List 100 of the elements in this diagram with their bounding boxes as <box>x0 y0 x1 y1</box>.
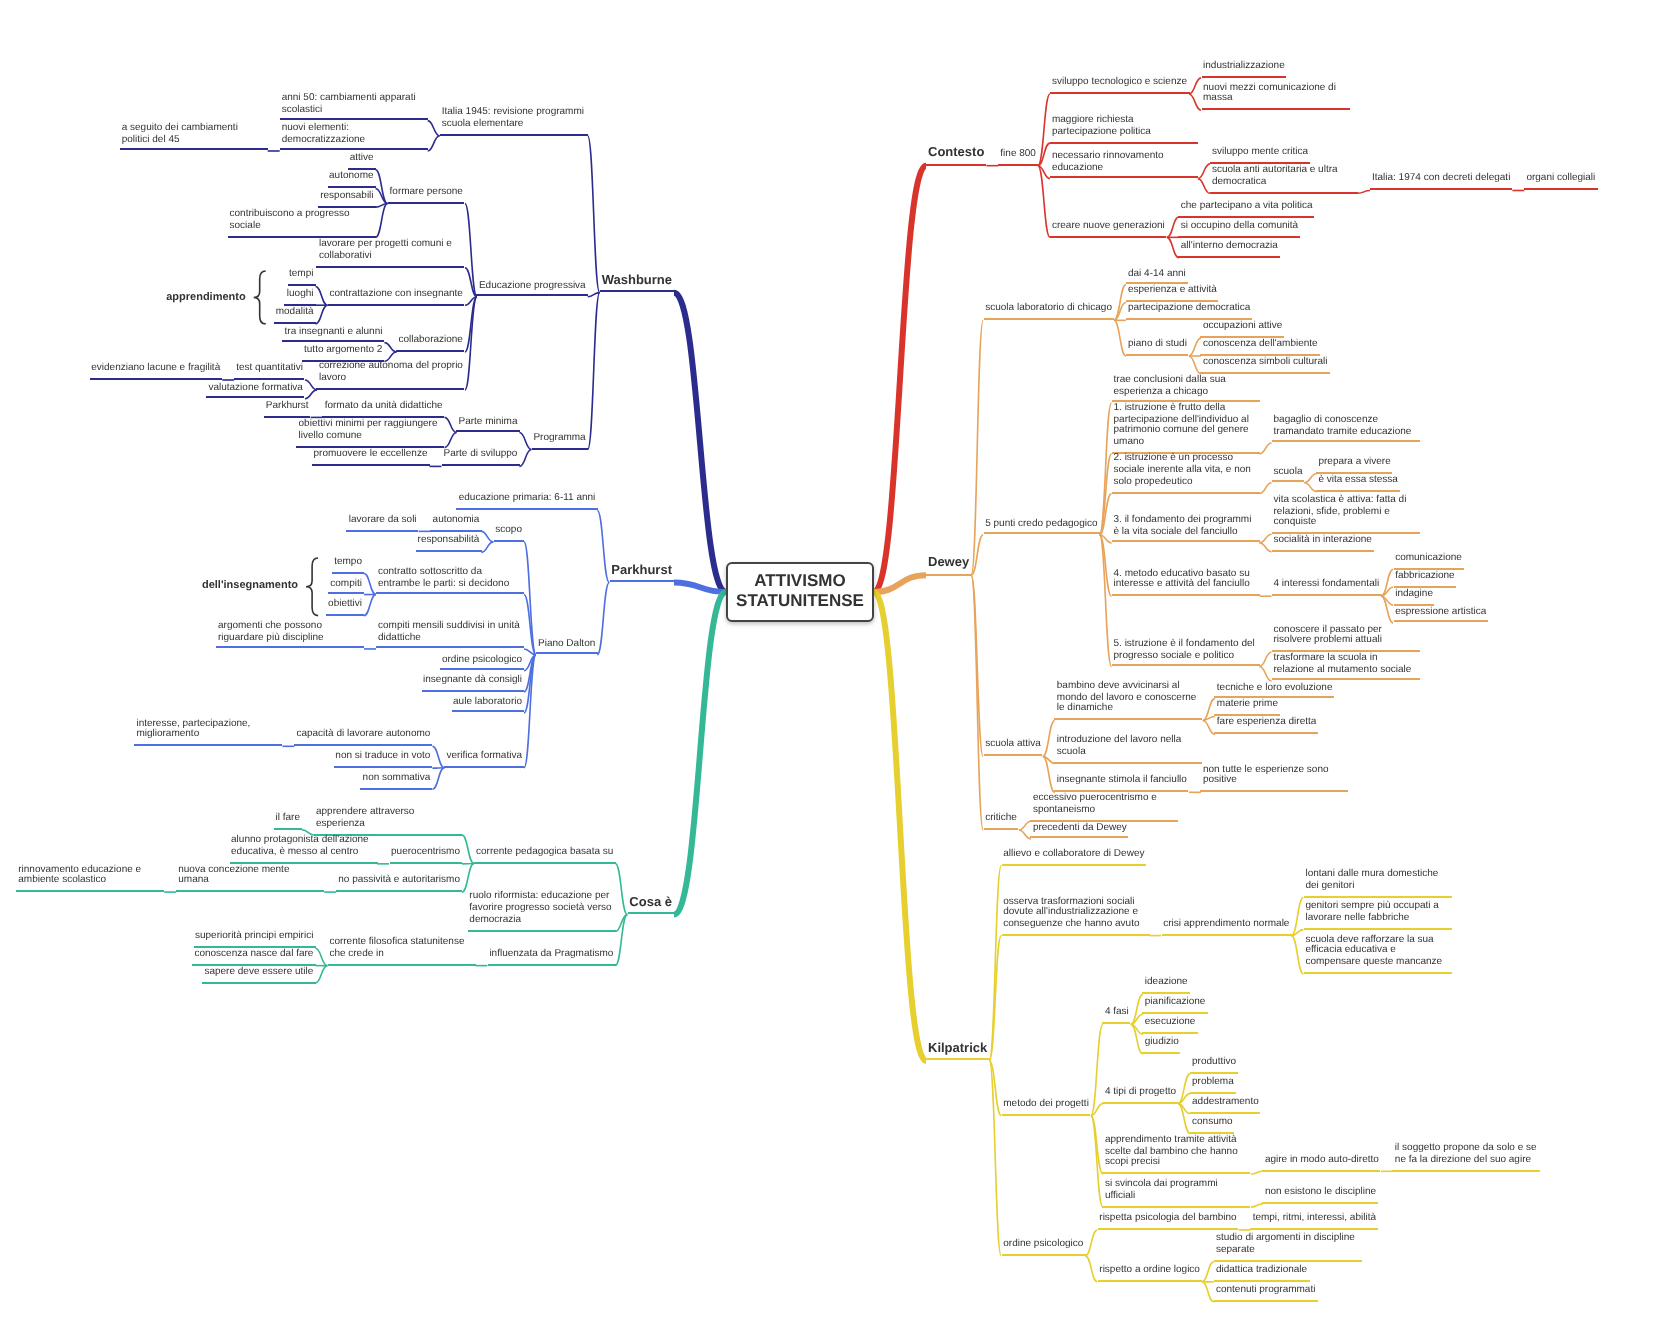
branch-connector <box>1130 1023 1144 1035</box>
branch-connector <box>1380 568 1394 597</box>
branch-connector <box>1090 1114 1104 1208</box>
branch-connector <box>871 590 929 1063</box>
branch-connector <box>1201 1260 1215 1283</box>
branch-connector <box>985 164 1000 167</box>
branch-connector <box>1113 301 1127 322</box>
branch-connector <box>1166 236 1180 239</box>
branch-connector <box>1098 492 1113 536</box>
branch-connector <box>1037 164 1051 180</box>
branch-connector <box>1148 934 1163 937</box>
branch-connector <box>1188 77 1202 95</box>
branch-connector <box>431 745 446 769</box>
branch-connector <box>614 913 629 933</box>
branch-connector <box>464 295 478 391</box>
branch-connector <box>1177 1102 1191 1135</box>
branch-connector <box>1166 216 1180 239</box>
branch-connector <box>523 654 537 769</box>
branch-connector <box>988 1059 1003 1257</box>
branch-connector <box>1197 177 1211 195</box>
branch-connector <box>363 648 377 650</box>
branch-connector <box>673 579 727 595</box>
branch-connector <box>1188 93 1202 111</box>
branch-connector <box>518 448 533 468</box>
branch-connector <box>301 829 315 836</box>
branch-connector <box>1090 1102 1104 1117</box>
branch-connector <box>304 379 318 391</box>
branch-connector <box>671 290 729 595</box>
branch-connector <box>1098 453 1113 536</box>
branch-connector <box>323 891 338 893</box>
branch-connector <box>314 285 329 306</box>
branch-connector <box>1250 1170 1264 1175</box>
branch-connector <box>523 654 537 693</box>
branch-connector <box>1258 665 1273 682</box>
branch-connector <box>1303 473 1318 484</box>
branch-connector <box>1290 928 1305 937</box>
branch-connector <box>426 119 441 137</box>
branch-connector <box>428 465 443 468</box>
branch-connector <box>309 416 324 419</box>
branch-connector <box>464 295 478 306</box>
branch-connector <box>586 135 601 294</box>
branch-connector <box>1084 1255 1099 1283</box>
branch-connector <box>1258 651 1273 668</box>
branch-connector <box>461 834 475 865</box>
branch-connector <box>523 654 537 672</box>
branch-connector <box>417 530 432 533</box>
branch-connector <box>614 862 629 916</box>
branch-connector <box>614 913 629 967</box>
branch-connector <box>586 291 601 298</box>
branch-connector <box>383 341 398 353</box>
branch-connector <box>1380 1170 1394 1173</box>
branch-connector <box>523 648 537 656</box>
branch-connector <box>376 863 390 865</box>
branch-connector <box>314 304 329 306</box>
branch-connector <box>464 295 478 353</box>
branch-connector <box>988 1059 1003 1117</box>
branch-connector <box>518 431 533 451</box>
branch-connector <box>1188 791 1202 794</box>
branch-connector <box>1098 402 1113 536</box>
branch-connector <box>374 168 389 205</box>
branch-connector <box>1098 533 1113 668</box>
branch-connector <box>480 541 495 554</box>
branch-connector <box>464 266 478 298</box>
branch-connector <box>1290 896 1305 937</box>
branch-connector <box>431 766 446 790</box>
branch-connector <box>970 574 984 831</box>
branch-connector <box>1202 697 1216 722</box>
branch-connector <box>970 533 984 576</box>
branch-connector <box>1202 719 1216 736</box>
branch-connector <box>1037 164 1051 239</box>
branch-connector <box>1177 1102 1191 1115</box>
branch-connector <box>988 934 1003 1062</box>
branch-connector <box>1037 142 1051 167</box>
branch-connector <box>443 431 458 449</box>
branch-connector <box>383 351 398 363</box>
branch-connector <box>461 862 475 865</box>
branch-connector <box>1237 1229 1252 1231</box>
branch-connector <box>1258 481 1273 495</box>
branch-connector <box>1380 586 1394 597</box>
branch-connector <box>1042 719 1056 758</box>
branch-connector <box>363 593 377 596</box>
branch-connector <box>1037 93 1051 167</box>
branch-connector <box>871 163 929 594</box>
branch-connector <box>474 964 489 967</box>
branch-connector <box>314 964 329 967</box>
branch-connector <box>374 202 389 239</box>
branch-connector <box>523 541 537 656</box>
branch-connector <box>1113 319 1127 322</box>
branch-connector <box>523 593 537 656</box>
branch-connector <box>970 574 984 758</box>
branch-connector <box>1177 1073 1191 1105</box>
branch-connector <box>363 593 377 617</box>
branch-connector <box>1357 189 1371 195</box>
branch-connector <box>426 135 441 152</box>
branch-connector <box>374 202 389 208</box>
branch-connector <box>1084 1229 1099 1257</box>
branch-connector <box>304 389 318 400</box>
branch-connector <box>464 202 478 298</box>
branch-connector <box>1130 1023 1144 1055</box>
branch-connector <box>1202 715 1216 722</box>
